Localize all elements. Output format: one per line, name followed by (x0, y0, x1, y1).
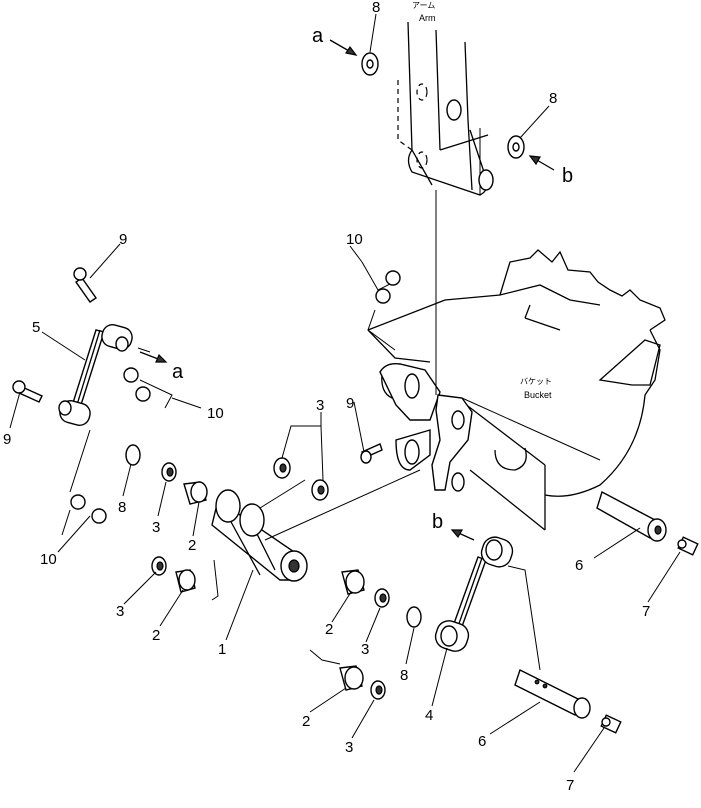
callout-6-upper: 6 (575, 557, 583, 574)
bushing-2-c (341, 569, 365, 595)
callout-8-middle: 8 (400, 667, 408, 684)
callout-10-left: 10 (207, 405, 224, 422)
bolt-9-upper-left (73, 267, 97, 303)
callout-9-lower-left: 9 (3, 431, 11, 448)
link-1 (211, 469, 421, 582)
nut-10-lower-left-group (61, 494, 107, 536)
callout-3-upper-left: 3 (152, 519, 160, 536)
washer-8-middle (406, 606, 422, 628)
bucket-label-en: Bucket (524, 390, 552, 400)
letter-b-lower: b (432, 511, 443, 533)
callout-4: 4 (425, 707, 433, 724)
callout-7-lower: 7 (566, 777, 574, 794)
callout-2-upper-left: 2 (188, 537, 196, 554)
arm-label-en: Arm (419, 13, 436, 23)
callout-2-middle: 2 (325, 621, 333, 638)
arm-assembly (397, 21, 494, 370)
letter-b-top: b (562, 165, 573, 187)
seal-3-c (374, 588, 390, 608)
callout-10-bucket: 10 (346, 231, 363, 248)
washer-8-top-left (361, 52, 379, 76)
seal-3-a (161, 462, 177, 482)
seal-3-f (311, 479, 329, 501)
callout-1: 1 (218, 641, 226, 658)
rod-4 (434, 536, 541, 671)
leader-lines (9, 13, 681, 773)
seal-3-e (273, 457, 291, 479)
arrow-b-top (528, 155, 555, 171)
bucket-label-jp: バケット (520, 377, 552, 386)
callout-3-middle: 3 (361, 641, 369, 658)
bucket-assembly (367, 249, 666, 531)
grease-fitting-7-upper (677, 536, 699, 556)
arm-label-jp: アーム (412, 1, 435, 10)
bushing-2-a (183, 481, 208, 505)
bushing-2-d (339, 665, 364, 691)
rod-5 (58, 324, 151, 493)
callout-7-upper: 7 (642, 603, 650, 620)
letter-a-top: a (312, 25, 324, 47)
callout-9-bucket: 9 (346, 395, 354, 412)
arrow-a-top (329, 39, 358, 56)
callout-8-top-left: 8 (372, 0, 380, 16)
nut-10-bucket-group (361, 261, 401, 351)
callout-2-lower-left: 2 (152, 627, 160, 644)
letter-a-left: a (172, 361, 184, 383)
washer-8-left (125, 444, 141, 466)
callout-2-lower: 2 (302, 713, 310, 730)
callout-3-lower: 3 (345, 739, 353, 756)
washer-8-top-right (507, 135, 525, 159)
callout-10-lower-left: 10 (40, 551, 57, 568)
bolt-9-bucket (360, 443, 383, 464)
bolt-9-lower-left (12, 380, 43, 403)
bushing-2-b (175, 569, 196, 593)
callout-3-upper: 3 (316, 397, 324, 414)
arrow-b-lower (450, 529, 475, 541)
seal-3-b (151, 556, 167, 576)
pin-6-upper (596, 490, 667, 542)
grease-fitting-7-lower (600, 714, 622, 734)
seal-3-d (370, 680, 386, 700)
callout-3-lower-left: 3 (116, 603, 124, 620)
callout-9-upper-left: 9 (119, 231, 127, 248)
callout-5: 5 (32, 319, 40, 336)
pin-6-lower (514, 669, 591, 719)
callout-8-left: 8 (118, 499, 126, 516)
callout-6-lower: 6 (478, 733, 486, 750)
arrow-a-left (139, 351, 168, 363)
nut-10-left-group (123, 367, 173, 409)
callout-8-top-right: 8 (549, 90, 557, 107)
